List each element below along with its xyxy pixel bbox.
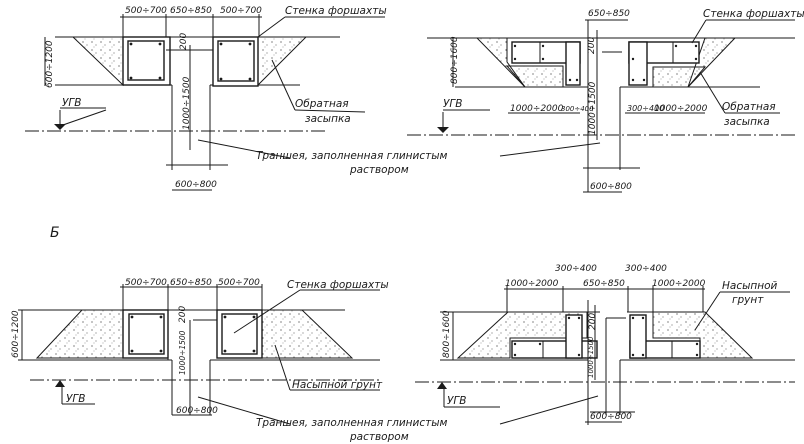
backfill-left <box>475 37 526 88</box>
dim-stem-right: 300÷400 <box>627 104 664 113</box>
dim-200: 200 <box>587 37 597 54</box>
dim-height: 600÷1200 <box>45 40 55 88</box>
dim-trench-bottom: 600÷800 <box>590 182 632 192</box>
section-label: Б <box>50 225 60 241</box>
gwl-marker-icon <box>437 127 449 133</box>
dim-stem-left: 300÷400 <box>555 264 597 274</box>
dim-trench-bottom: 600÷800 <box>175 180 217 190</box>
label-trench-bottom-1: Траншея, заполненная глинистым <box>256 417 448 429</box>
dim-height: 800÷1600 <box>442 310 452 358</box>
dim-stem-left: 300÷400 <box>561 105 594 113</box>
dim-trench-width: 650÷850 <box>170 6 212 16</box>
label-gwl: УГВ <box>62 97 81 109</box>
label-backfill-2: засыпка <box>724 116 770 128</box>
dim-block-width-left: 500÷700 <box>125 278 167 288</box>
gwl-marker-icon <box>437 382 447 389</box>
label-guide-wall: Стенка форшахты <box>285 5 387 17</box>
label-gwl: УГВ <box>66 393 85 405</box>
dim-block-width-right: 500÷700 <box>218 278 260 288</box>
dim-trench-bottom: 600÷800 <box>176 406 218 416</box>
label-guide-wall: Стенка форшахты <box>703 8 804 20</box>
label-backfill-1: Обратная <box>295 98 349 110</box>
dim-depth: 1000÷1500 <box>588 81 598 135</box>
dim-base-width-left: 1000÷2000 <box>510 104 564 114</box>
dim-base-width-right: 1000÷2000 <box>652 279 706 289</box>
dim-200: 200 <box>588 313 598 330</box>
fill-soil-right <box>261 309 354 359</box>
label-fill-soil-1: Насыпной <box>722 280 778 292</box>
dim-block-width-left: 500÷700 <box>125 6 167 16</box>
label-backfill-1: Обратная <box>722 101 776 113</box>
panel-top-right: 650÷850 800÷1600 200 1000÷1500 1000÷2000… <box>407 8 804 193</box>
dim-block-width-right: 500÷700 <box>220 6 262 16</box>
dim-trench-bottom: 600÷800 <box>590 412 632 422</box>
label-fill-soil: Насыпной грунт <box>292 379 383 391</box>
dim-200: 200 <box>179 33 189 50</box>
l-block-left <box>511 340 598 359</box>
label-gwl: УГВ <box>447 395 466 407</box>
panel-bottom-right: 300÷400 300÷400 1000÷2000 650÷850 1000÷2… <box>415 264 795 425</box>
label-trench-top-1: Траншея, заполненная глинистым <box>256 150 448 162</box>
dim-depth: 1000÷1500 <box>587 336 595 378</box>
label-gwl: УГВ <box>443 98 462 110</box>
dim-depth: 1000÷1500 <box>182 76 192 130</box>
backfill-left <box>71 36 124 87</box>
backfill-right <box>257 36 308 87</box>
dim-height: 800÷1600 <box>450 36 460 84</box>
label-trench-top-2: раствором <box>349 164 409 176</box>
dim-trench-width: 650÷850 <box>170 278 212 288</box>
dim-depth: 1000÷1500 <box>178 330 187 375</box>
dim-trench-width: 650÷850 <box>588 9 630 19</box>
label-backfill-2: засыпка <box>305 113 351 125</box>
dim-base-width-right: 1000÷2000 <box>654 104 708 114</box>
label-trench-bottom-2: раствором <box>349 431 409 443</box>
panel-bottom-left: 500÷700 650÷850 500÷700 600÷1200 200 100… <box>11 278 389 425</box>
dim-200: 200 <box>178 306 188 323</box>
gwl-marker-icon <box>54 124 66 130</box>
panel-top-left: 500÷700 650÷850 500÷700 600÷1200 200 100… <box>25 5 387 191</box>
fill-soil-left <box>35 309 124 359</box>
label-fill-soil-2: грунт <box>732 294 764 306</box>
fill-soil-left <box>456 311 588 359</box>
dim-stem-right: 300÷400 <box>625 264 667 274</box>
label-guide-wall: Стенка форшахты <box>287 279 389 291</box>
gwl-marker-icon <box>55 380 65 387</box>
dim-height: 600÷1200 <box>11 310 21 358</box>
dim-base-width-left: 1000÷2000 <box>505 279 559 289</box>
dim-trench-width: 650÷850 <box>583 279 625 289</box>
